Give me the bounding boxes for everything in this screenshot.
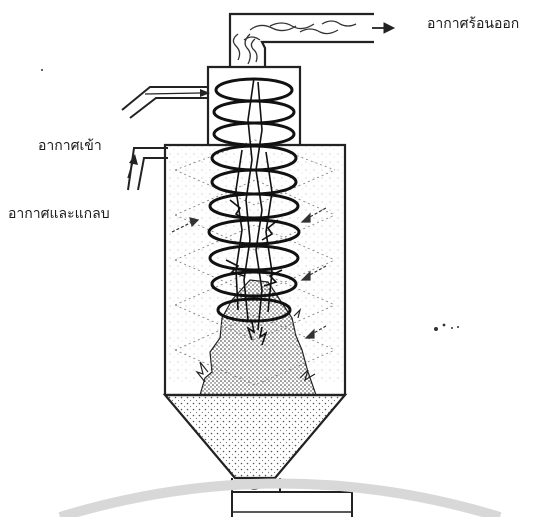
air-inlet-pipe <box>122 87 210 118</box>
husk-inlet-pipe <box>128 148 168 190</box>
label-hot-air-out: อากาศร้อนออก <box>427 17 519 31</box>
label-air-and-husk-in: อากาศและแกลบ <box>8 207 110 221</box>
cyclone-cone <box>165 395 345 478</box>
outlet-arrow <box>372 23 394 33</box>
label-air-in: อากาศเข้า <box>38 139 102 153</box>
exhaust-duct <box>230 14 374 67</box>
